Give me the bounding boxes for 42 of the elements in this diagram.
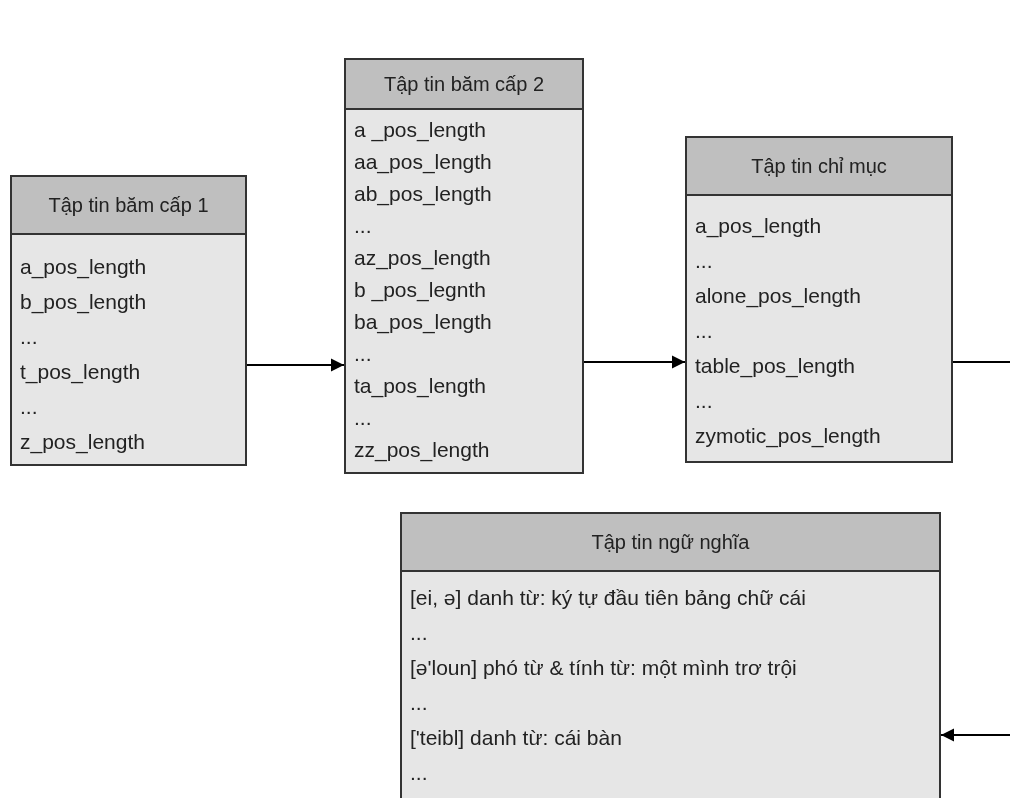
table-title: Tập tin băm cấp 2	[383, 72, 545, 96]
table-entry: z_pos_length	[20, 429, 145, 456]
table-entry: ...	[410, 760, 428, 786]
table-box	[685, 136, 953, 463]
table-entry: alone_pos_length	[695, 283, 861, 310]
table-entry: ...	[695, 248, 713, 274]
table-entry: ...	[695, 318, 713, 344]
table-entry: ...	[695, 388, 713, 414]
table-entry: t_pos_length	[20, 359, 141, 386]
table-entry: b _pos_legnth	[354, 277, 486, 304]
table-entry: zymotic_pos_length	[695, 423, 881, 450]
table-entry: zz_pos_length	[354, 437, 490, 464]
connector-line	[953, 360, 1010, 364]
table-entry: ['teibl] danh từ: cái bàn	[410, 725, 622, 751]
table-entry: ...	[354, 405, 372, 431]
table-entry: ab_pos_length	[354, 181, 492, 208]
table-entry: a_pos_length	[20, 254, 147, 281]
table-title: Tập tin ngữ nghĩa	[591, 530, 750, 554]
table-entry: [ei, ə] danh từ: ký tự đầu tiên bảng chữ cái	[410, 585, 806, 611]
table-entry: ...	[354, 341, 372, 367]
table-entry: az_pos_length	[354, 245, 491, 272]
table-box	[344, 58, 584, 474]
table-title: Tập tin băm cấp 1	[48, 193, 209, 217]
table-entry: ...	[20, 324, 38, 350]
arrow	[247, 358, 344, 372]
table-title: Tập tin chỉ mục	[751, 154, 887, 178]
table-entry: ta_pos_length	[354, 373, 486, 400]
table-box	[400, 512, 941, 798]
table-entry: a _pos_length	[354, 117, 486, 144]
table-box	[10, 175, 247, 466]
table-entry: ...	[354, 213, 372, 239]
table-entry: ...	[410, 620, 428, 646]
table-entry: a_pos_length	[695, 213, 822, 240]
table-entry: aa_pos_length	[354, 149, 492, 176]
table-entry: ...	[410, 690, 428, 716]
table-entry: [ə'loun] phó từ & tính từ: một mình trơ trội	[410, 655, 797, 681]
table-entry: b_pos_length	[20, 289, 147, 316]
table-entry: ...	[20, 394, 38, 420]
arrow	[941, 728, 1010, 742]
table-entry: table_pos_length	[695, 353, 855, 380]
arrow	[584, 355, 685, 369]
table-entry: ba_pos_length	[354, 309, 492, 336]
